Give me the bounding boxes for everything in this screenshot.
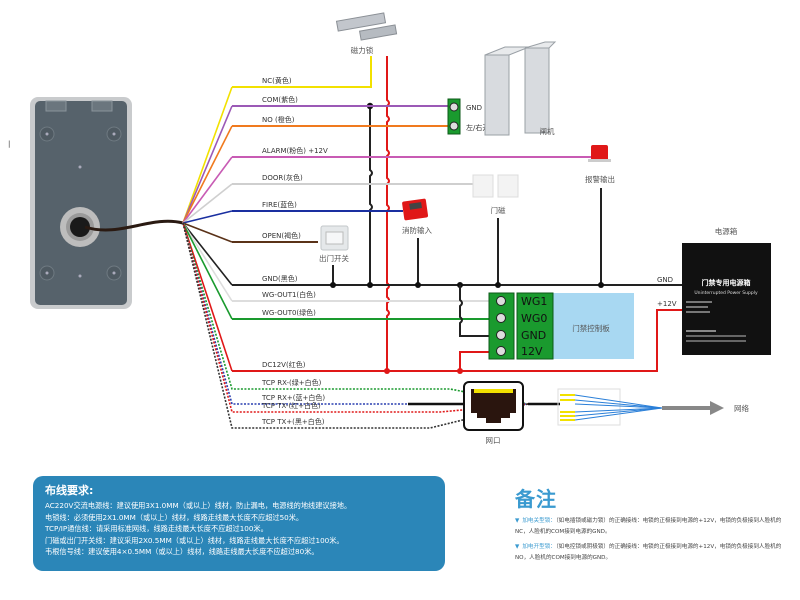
wiring-diagram: | NC(黄色) COM(紫色) NO (橙色) ALARM(粉色) +12V DOOR… bbox=[8, 12, 771, 445]
requirement-line: 电锁线：必须使用2X1.0MM（或以上）线材，线路走线最大长度不应超过50米。 bbox=[45, 512, 304, 522]
wire-11 bbox=[182, 222, 529, 405]
wire-1 bbox=[182, 105, 233, 224]
maglock-device: 磁力锁 bbox=[335, 12, 398, 55]
power-box-title: 电源箱 bbox=[715, 226, 738, 236]
requirement-line: 韦根信号线：建议使用4×0.5MM（或以上）线材，线路走线最大长度不应超过80米… bbox=[45, 547, 319, 556]
alarm-label: 报警输出 bbox=[585, 174, 615, 184]
gnd-label: GND bbox=[657, 276, 673, 284]
stray-mark: | bbox=[8, 140, 10, 148]
maglock-label: 磁力锁 bbox=[351, 45, 374, 55]
wire-label: GND(黑色) bbox=[262, 274, 298, 283]
wire-label: NO (橙色) bbox=[262, 115, 295, 124]
notes-panel: 备注 ▼加电关型锁：（如电插锁或磁力锁）的正确接线：电锁的正极接到电源的+12V… bbox=[515, 483, 785, 568]
gate-label: 闸机 bbox=[540, 126, 555, 136]
terminal-wg0: WG0 bbox=[521, 312, 547, 325]
turnstile-gate-device: 闸机 bbox=[484, 41, 557, 136]
plus12v-label: +12V bbox=[657, 300, 677, 308]
network-section: 网口 网络 bbox=[408, 381, 749, 445]
network-port-label: 网口 bbox=[486, 436, 501, 445]
note-item: ▼加电关型锁：（如电插锁或磁力锁）的正确接线：电锁的正极接到电源的+12V，电锁… bbox=[515, 516, 785, 538]
wire-8 bbox=[182, 222, 233, 302]
note-text: （如电插锁或磁力锁）的正确接线：电锁的正极接到电源的+12V，电锁的负极接到人脸… bbox=[515, 518, 782, 535]
wire-label: TCP TX-(红+白色) bbox=[261, 401, 321, 410]
wire-label: DC12V(红色) bbox=[262, 360, 306, 369]
note-text: （如电控锁或阴极锁）的正确接线：电锁的正极接到电源的+12V，电锁的负极接到人脸… bbox=[515, 544, 782, 561]
wire-2 bbox=[182, 125, 233, 224]
wire-10 bbox=[182, 222, 233, 372]
face-terminal-device bbox=[30, 97, 184, 309]
note-tag: 加电关型锁： bbox=[522, 518, 556, 524]
wire-label: ALARM(粉色) +12V bbox=[262, 146, 328, 155]
exit-button-device: 出门开关 bbox=[232, 225, 349, 285]
wire-3 bbox=[182, 156, 233, 224]
wire-label: TCP TX+(黑+白色) bbox=[261, 417, 325, 426]
power-supply-box: 电源箱 门禁专用电源箱 Uninterrupted Power Supply bbox=[682, 226, 771, 355]
wire-label: DOOR(灰色) bbox=[262, 173, 303, 182]
terminal-12v: 12V bbox=[521, 345, 543, 358]
wire-label: WG-OUT1(白色) bbox=[262, 290, 316, 299]
requirement-line: 门磁或出门开关线：建议采用2X0.5MM（或以上）线材，线路走线最大长度不应超过… bbox=[45, 535, 344, 545]
terminal-gnd: GND bbox=[521, 329, 546, 342]
door-sensor-device: 门磁 bbox=[232, 174, 519, 285]
fire-input-label: 消防输入 bbox=[402, 225, 432, 235]
fire-alarm-device: 消防输入 bbox=[232, 198, 432, 285]
requirement-line: AC220V交流电源线：建议使用3X1.0MM（或以上）线材，防止漏电，电源线的… bbox=[45, 501, 352, 510]
power-box-en: Uninterrupted Power Supply bbox=[694, 290, 758, 296]
bus-lines bbox=[232, 56, 390, 372]
exit-button-label: 出门开关 bbox=[319, 253, 349, 263]
wire-label: NC(黄色) bbox=[262, 76, 292, 85]
access-controller-board: +12V WG1 WG0 GND 12V 门禁控制板 bbox=[232, 285, 682, 374]
wire-0 bbox=[182, 86, 233, 224]
wire-label: TCP RX-(绿+白色) bbox=[261, 378, 322, 387]
wire-label: OPEN(褐色) bbox=[262, 231, 301, 240]
wire-label: COM(紫色) bbox=[262, 95, 298, 104]
note-item: ▼加电开型锁：（如电控锁或阴极锁）的正确接线：电锁的正极接到电源的+12V，电锁… bbox=[515, 542, 785, 564]
wire-13 bbox=[182, 222, 529, 413]
gate-open-label: 左/右开 bbox=[466, 123, 489, 132]
alarm-light-device: 报警输出 bbox=[232, 145, 615, 285]
controller-label: 门禁控制板 bbox=[572, 323, 610, 333]
bullet-icon: ▼ bbox=[515, 544, 520, 550]
wire-7 bbox=[182, 222, 233, 286]
wire-label: TCP RX+(蓝+白色) bbox=[261, 393, 325, 402]
terminal-wg1: WG1 bbox=[521, 295, 547, 308]
wire-label: FIRE(蓝色) bbox=[262, 200, 297, 209]
wire-4 bbox=[182, 183, 233, 224]
wiring-requirements-panel: 布线要求: AC220V交流电源线：建议使用3X1.0MM（或以上）线材，防止漏… bbox=[33, 476, 445, 571]
wire-5 bbox=[182, 210, 233, 224]
network-label: 网络 bbox=[734, 403, 749, 413]
notes-title: 备注 bbox=[515, 487, 557, 511]
door-sensor-label: 门磁 bbox=[491, 205, 506, 215]
requirements-title: 布线要求: bbox=[45, 484, 94, 497]
wire-6 bbox=[182, 222, 233, 243]
gnd-line: GND bbox=[232, 276, 682, 288]
wire-12 bbox=[182, 222, 528, 405]
gate-terminal: GND 左/右开 bbox=[232, 98, 489, 135]
note-tag: 加电开型锁： bbox=[522, 544, 556, 550]
wire-label: WG-OUT0(绿色) bbox=[262, 308, 316, 317]
power-box-cn: 门禁专用电源箱 bbox=[702, 278, 751, 287]
bullet-icon: ▼ bbox=[515, 518, 520, 524]
gate-gnd-label: GND bbox=[466, 104, 482, 112]
requirement-line: TCP/IP通信线：请采用标准网线，线路走线最大长度不应超过100米。 bbox=[45, 524, 268, 533]
wire-9 bbox=[182, 222, 233, 320]
